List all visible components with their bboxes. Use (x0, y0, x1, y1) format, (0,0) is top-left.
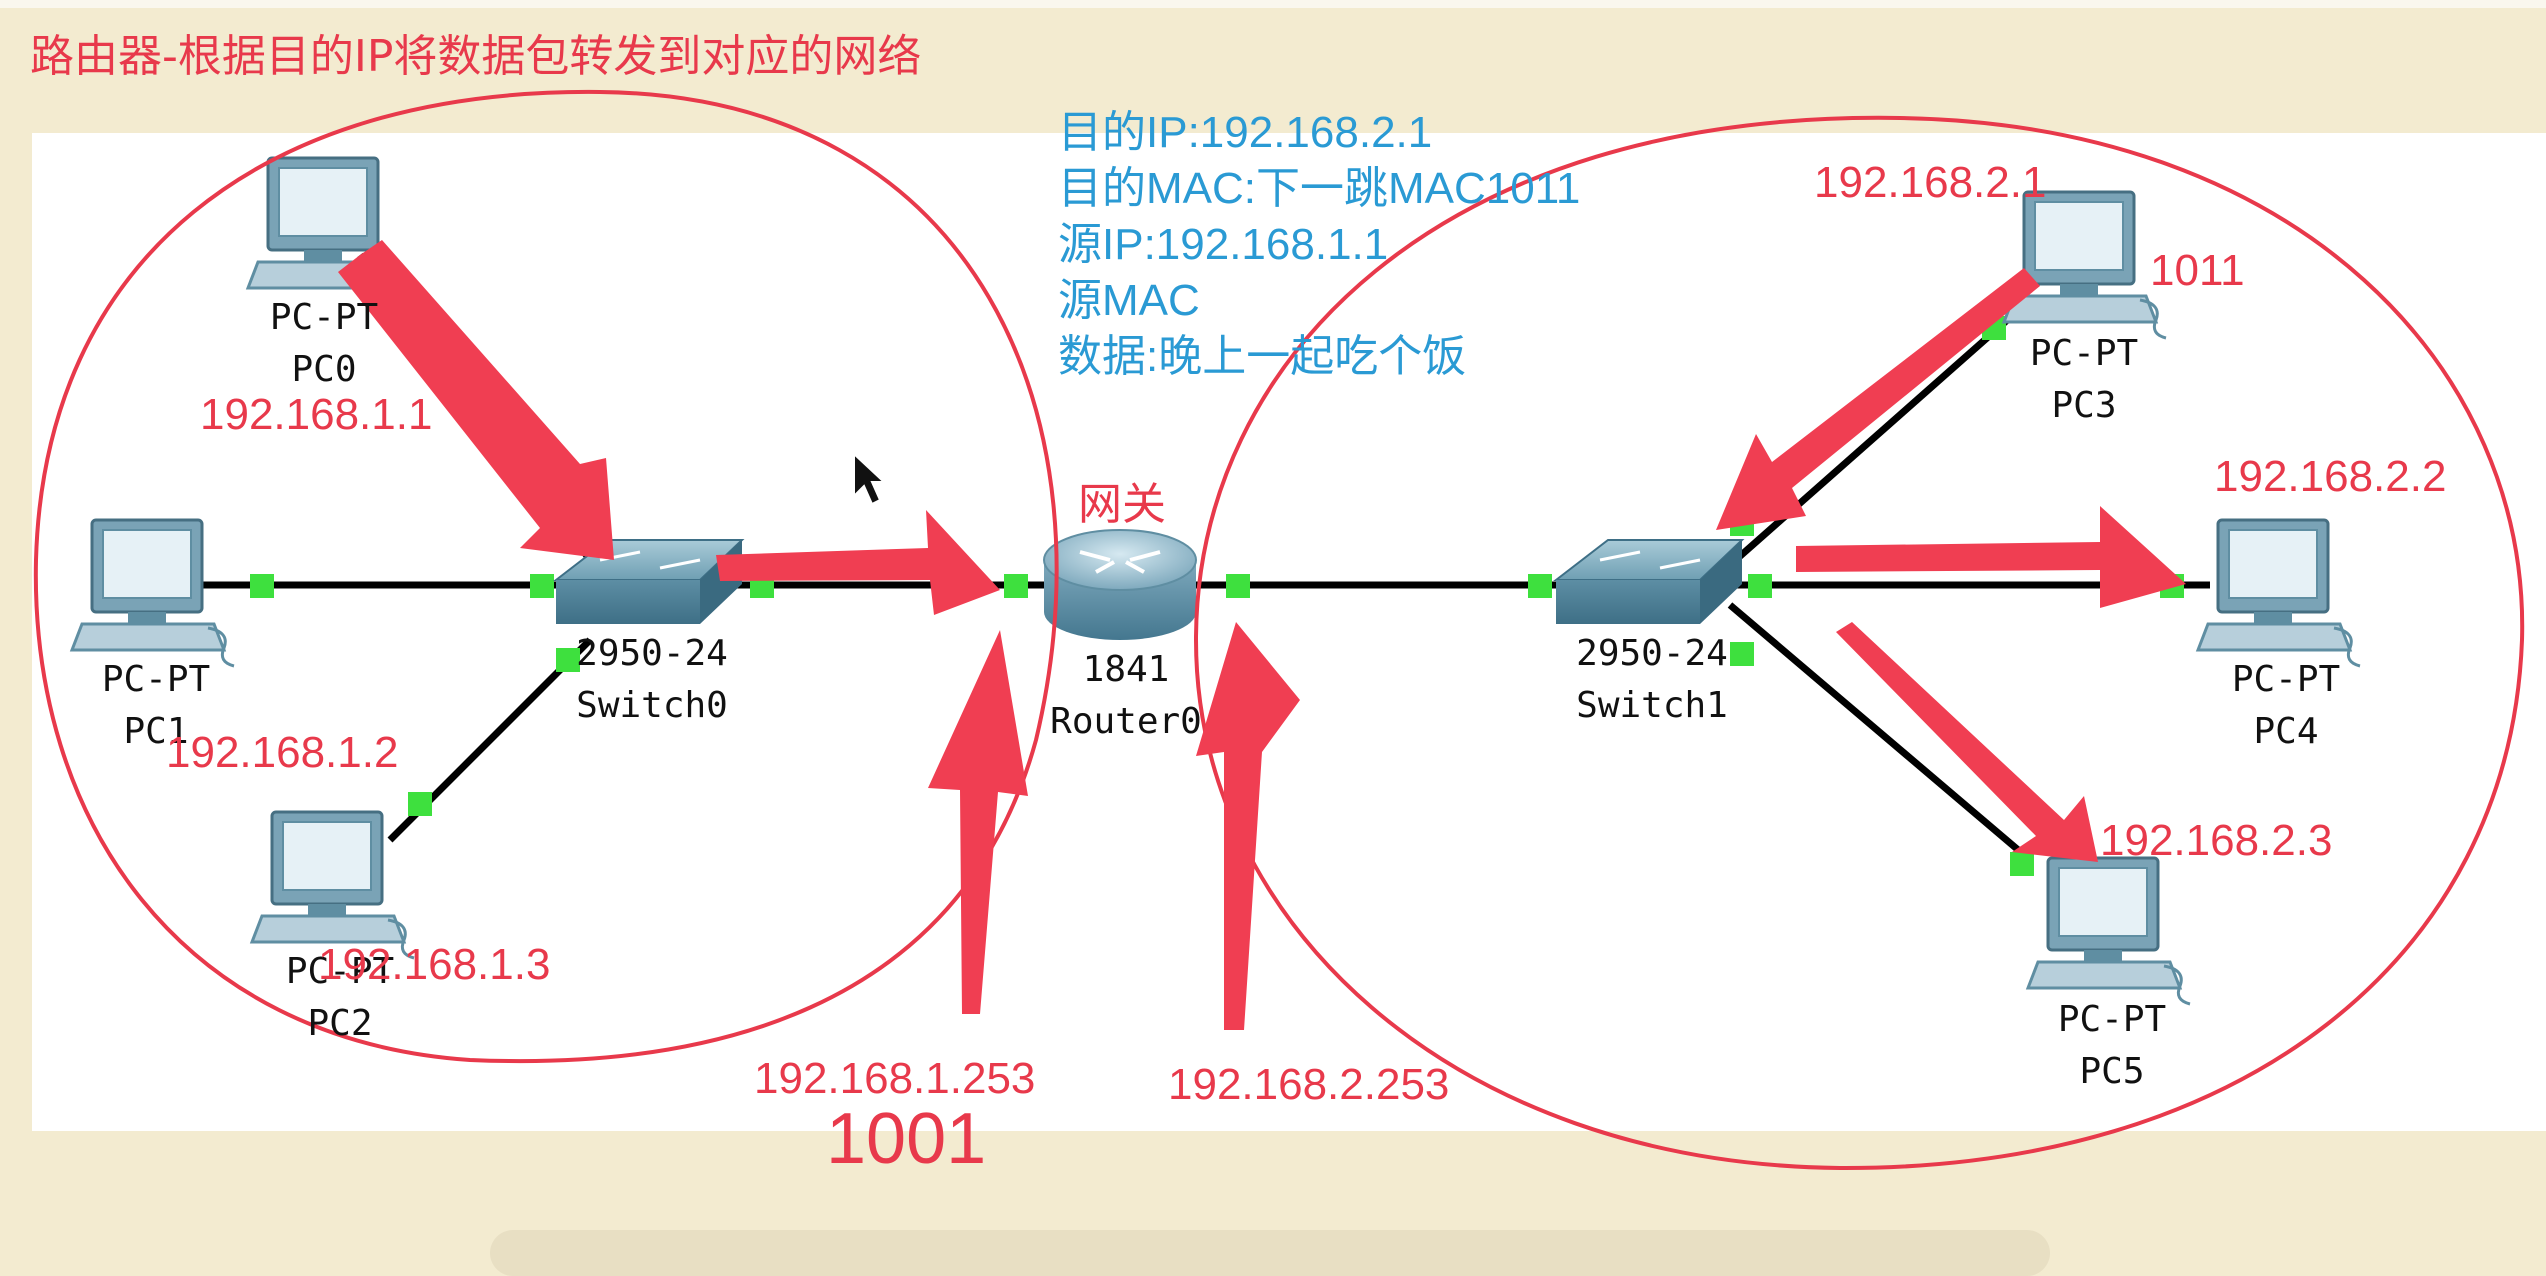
port-light (1226, 574, 1250, 598)
link-switch1-pc5 (1727, 602, 2033, 863)
packet-dst-mac: 目的MAC:下一跳MAC1011 (1058, 164, 1581, 213)
pc3-model: PC-PT (2029, 333, 2139, 374)
packet-src-ip: 源IP:192.168.1.1 (1058, 220, 1389, 269)
router0-icon[interactable] (1043, 529, 1197, 640)
top-strip (0, 0, 2546, 8)
port-light (1748, 574, 1772, 598)
pc3-label: PC-PT PC3 (2030, 328, 2138, 432)
port-light (250, 574, 274, 598)
ip-pc2: 192.168.1.3 (318, 940, 551, 989)
ip-router-right: 192.168.2.253 (1168, 1060, 1450, 1109)
pc1-name: PC1 (123, 711, 189, 752)
arrow-switch0-to-router0 (716, 510, 1000, 615)
port-light (2010, 852, 2034, 876)
port-light (1004, 574, 1028, 598)
pc1-model: PC-PT (101, 659, 211, 700)
pc3-computer-icon[interactable] (2002, 190, 2168, 340)
ip-pc1: 192.168.1.2 (166, 728, 399, 777)
pc4-name: PC4 (2253, 711, 2319, 752)
packet-dst-ip: 目的IP:192.168.2.1 (1058, 108, 1433, 157)
switch1-name: Switch1 (1576, 685, 1728, 726)
bottom-shadow (490, 1230, 2050, 1276)
switch1-icon[interactable] (1553, 539, 1745, 624)
link-switch1-pc3 (1727, 297, 2033, 568)
pc4-computer-icon[interactable] (2196, 518, 2362, 668)
arrow-switch1-to-pc5 (1836, 622, 2098, 862)
pc2-model: PC-PT (285, 951, 395, 992)
arrow-up-to-router-left (928, 630, 1028, 1014)
router0-label: 1841 Router0 (1050, 644, 1202, 748)
port-light (556, 648, 580, 672)
mac-pc3: 1011 (2150, 246, 2245, 295)
pc5-label: PC-PT PC5 (2058, 994, 2166, 1098)
switch0-model: 2950-24 (576, 633, 728, 674)
switch0-label: 2950-24 Switch0 (576, 628, 728, 732)
gateway-label: 网关 (1078, 480, 1166, 529)
pc5-name: PC5 (2079, 1051, 2145, 1092)
arrow-pc3-to-switch1 (1716, 268, 2040, 530)
ip-pc4: 192.168.2.2 (2214, 452, 2447, 501)
packet-src-mac: 源MAC (1058, 276, 1200, 325)
pc4-label: PC-PT PC4 (2232, 654, 2340, 758)
pc5-model: PC-PT (2057, 999, 2167, 1040)
pc4-model: PC-PT (2231, 659, 2341, 700)
network-2-boundary (1193, 115, 2525, 1171)
packet-flow-arrows (338, 240, 2186, 1030)
pc2-name: PC2 (307, 1003, 373, 1044)
router0-name: Router0 (1050, 701, 1202, 742)
network-boundaries (33, 89, 2525, 1171)
network-1-boundary (33, 89, 1059, 1064)
arrow-pc0-to-switch0 (338, 240, 614, 560)
port-light (530, 574, 554, 598)
pc0-label: PC-PT PC0 (270, 292, 378, 396)
ip-pc3: 192.168.2.1 (1814, 158, 2047, 207)
router0-model: 1841 (1082, 649, 1170, 690)
switch0-icon[interactable] (553, 539, 745, 624)
pc2-label: PC-PT PC2 (286, 946, 394, 1050)
pc0-name: PC0 (291, 349, 357, 390)
mouse-cursor-icon (853, 451, 887, 506)
pc3-name: PC3 (2051, 385, 2117, 426)
ip-pc5: 192.168.2.3 (2100, 816, 2333, 865)
switch1-model: 2950-24 (1576, 633, 1728, 674)
port-light (1730, 642, 1754, 666)
pc2-computer-icon[interactable] (250, 810, 416, 960)
pc1-label: PC-PT PC1 (102, 654, 210, 758)
pc0-model: PC-PT (269, 297, 379, 338)
switch0-name: Switch0 (576, 685, 728, 726)
page-title: 路由器-根据目的IP将数据包转发到对应的网络 (30, 31, 922, 82)
ip-pc0: 192.168.1.1 (200, 390, 433, 439)
switch1-label: 2950-24 Switch1 (1576, 628, 1728, 732)
port-light (1528, 574, 1552, 598)
pc1-computer-icon[interactable] (70, 518, 236, 668)
packet-payload: 数据:晚上一起吃个饭 (1058, 332, 1467, 381)
port-light (408, 792, 432, 816)
packet-info: 目的IP:192.168.2.1 目的MAC:下一跳MAC1011 源IP:19… (1058, 105, 1580, 385)
pc5-computer-icon[interactable] (2026, 856, 2192, 1006)
mac-router-left: 1001 (826, 1099, 987, 1179)
arrow-switch1-to-pc4 (1796, 506, 2186, 608)
ip-router-left: 192.168.1.253 (754, 1054, 1036, 1103)
arrow-up-to-router-right (1196, 622, 1300, 1030)
